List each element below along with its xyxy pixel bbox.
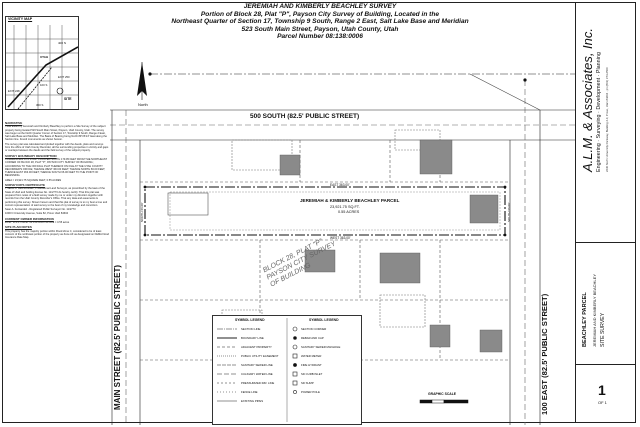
title-block: A.L.M. & Associates, Inc. Engineering · … [575,2,636,423]
narrative-text: I was asked by Jeremiah and Kimberly Bea… [5,125,107,142]
title-line-5: Parcel Number 08:138:0006 [277,33,363,41]
legend-right-2: SANITARY SEWER MANHOLE [301,345,341,349]
narrative-heading: NARRATIVE [5,121,23,125]
sheet-number: 1 [598,382,606,398]
legend-heading-right: SYMBOL LEGEND [309,318,339,322]
survey-title-block: JEREMIAH AND KIMBERLY BEACHLEY SURVEY Po… [150,3,490,41]
legend-heading-left: SYMBOL LEGEND [235,318,265,322]
firm-services: Engineering · Surveying · Development · … [596,52,602,172]
vicinity-label-0: 400 N [58,41,67,45]
vicinity-map: VICINITY MAP 400 N UTAH EXIT 248 EXIT 25… [5,16,79,110]
legend-right-0: SECTION CORNER [301,327,327,331]
legend-left-5: CULINARY WATER LINE [241,372,273,376]
legend-left-6: PRESSURIZED IRR. LINE [241,381,275,385]
graphic-scale-label: GRAPHIC SCALE [428,392,457,396]
boundary-description-heading: SURVEY BOUNDARY DESCRIPTION [5,153,57,158]
vicinity-map-title: VICINITY MAP [8,17,33,21]
vicinity-label-2: EXIT 248 [8,89,20,93]
street-label-right: 100 EAST (82.5' PUBLIC STREET) [540,293,549,415]
certificate-heading: SURVEYOR'S CERTIFICATE [5,183,45,188]
sheet-of: OF 1 [598,400,607,405]
survey-notes: NARRATIVE I was asked by Jeremiah and Ki… [5,120,109,241]
legend-left-1: BOUNDARY LINE [241,336,264,340]
symbol-legend: SYMBOL LEGEND SYMBOL LEGEND SECTION LINE [212,315,362,425]
vicinity-map-drawing [6,25,78,109]
site-plan-notes-heading: SITE PLAN NOTES [5,225,32,230]
firm-address: 2230 North University Parkway, Building … [605,67,609,172]
legend-left-4: SANITARY SEWER LINE [241,363,273,367]
legend-right-4: FIRE HYDRANT [301,363,322,367]
signer-address: 1000 N University Avenue, Suite 82, Prov… [5,212,69,216]
parcel-east-bearing: EAST 363.00' [330,183,350,187]
vicinity-site-label: SITE [64,97,72,101]
owner-info-heading: CURRENT OWNER INFORMATION [5,216,54,221]
north-arrow-icon [137,62,147,100]
vicinity-label-4: 100 S [40,83,48,87]
boundary-description-text: COMMENCING AT A POINT LOCATED SOUTH 179.… [5,157,108,178]
title-block-divider-1 [576,242,636,243]
legend-right-1: REBAR AND CAP [301,336,324,340]
legend-left-2: ADJACENT PROPERTY [241,345,272,349]
project-type: SITE SURVEY [600,312,606,347]
title-line-4: 523 South Main Street, Payson, Utah Coun… [241,25,399,33]
firm-name: A.L.M. & Associates, Inc. [580,27,595,172]
owner-info-text: Zone: 'R-1-6' Parcel: 08:138:0006 Lot Ar… [5,221,70,225]
parcel-south-bearing: SOUTH 66.00' [507,202,511,222]
vicinity-label-1: UTAH [40,55,49,59]
title-block-divider-2 [576,364,636,365]
vicinity-label-3: EXIT 250 [58,75,70,79]
project-name: BEACHLEY PARCEL [582,292,588,347]
parcel-area-sqft: 23,921.75 SQ.FT. [330,205,360,209]
legend-left-0: SECTION LINE [241,327,261,331]
legend-right-6: SD SUMP [301,381,314,385]
parcel-name: JEREMIAH & KIMBERLY BEACHLEY PARCEL [300,198,400,203]
area-text: AREA = 23,921.75 SQUARE FEET, 0.55 ACRES [5,178,62,182]
certificate-text: I, SEAN A. FERNANDEZ, Professional Land … [5,187,108,207]
legend-left-3: PUBLIC UTILITY EASEMENT [241,354,279,358]
parcel-west-bearing: WEST 363.00' [330,236,351,240]
legend-right-7: POWER POLE [301,390,320,394]
vicinity-label-5: 300 S [36,103,44,107]
legend-symbols [217,318,298,422]
legend-left-7: FENCE LINE [241,390,258,394]
legend-right-5: SD CURB INLET [301,372,323,376]
site-plan-notes-text: This property has the majority portion w… [5,229,109,240]
title-line-3: Northeast Quarter of Section 17, Townshi… [171,18,469,26]
graphic-scale [419,399,469,404]
title-line-1: JEREMIAH AND KIMBERLY BEACHLEY SURVEY [243,3,397,10]
narrative-text-2: The survey plat was calculated and plott… [5,142,109,153]
legend-right-3: WATER METER [301,354,322,358]
parcel-north-bearing: NORTH 66.00' [140,202,144,222]
legend-left-8: EXISTING PIPES [241,399,264,403]
street-label-left: MAIN STREET (82.5' PUBLIC STREET) [113,264,122,410]
project-client: JEREMIAH AND KIMBERLY BEACHLEY [592,274,597,347]
street-label-top: 500 SOUTH (82.5' PUBLIC STREET) [250,113,360,120]
signer-text: Sean A. Fernandez - Registered Public Su… [5,208,76,212]
title-line-2: Portion of Block 28, Plat "P", Payson Ci… [200,10,440,18]
parcel-area-acres: 0.55 ACRES [338,210,360,214]
north-label: North [138,102,148,107]
